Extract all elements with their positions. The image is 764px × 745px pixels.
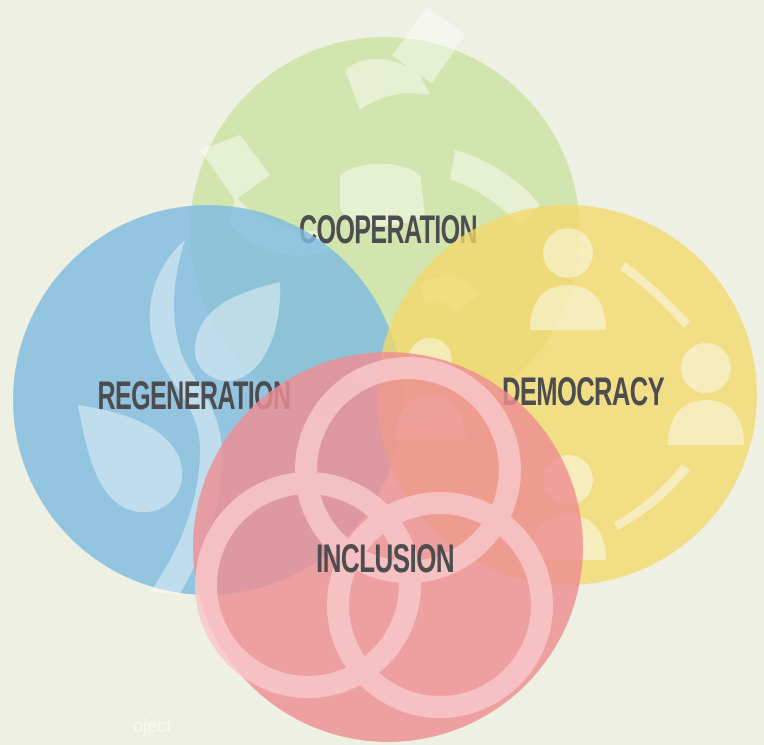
- democracy-circle: DEMOCRACY: [377, 205, 757, 585]
- inclusion-label: INCLUSION: [316, 537, 454, 581]
- inclusion-circle: INCLUSION: [193, 352, 583, 742]
- democracy-label: DEMOCRACY: [502, 370, 665, 414]
- watermark-text: oject: [133, 716, 172, 736]
- linked-rings-icon: [195, 357, 553, 718]
- cooperation-label: COOPERATION: [299, 208, 477, 252]
